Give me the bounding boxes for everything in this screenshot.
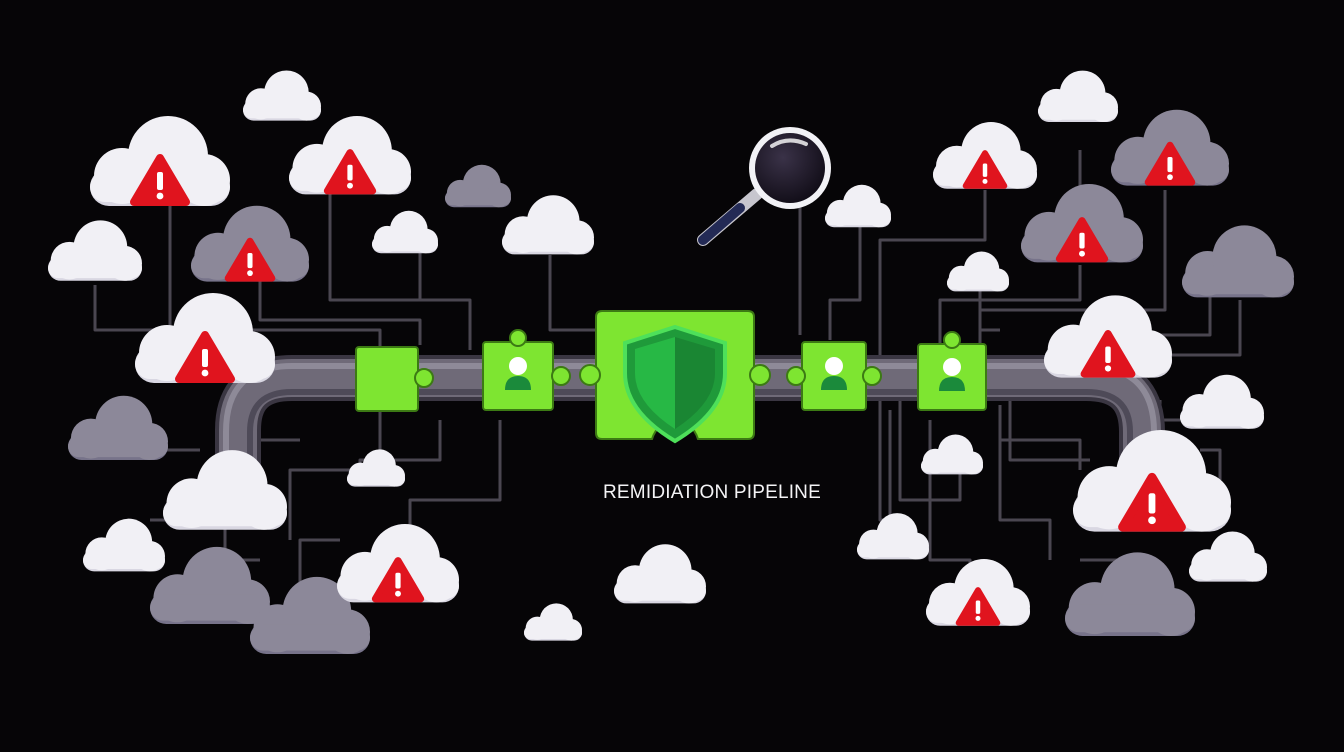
connector-wire <box>418 250 450 302</box>
connector-wire <box>298 538 340 590</box>
connector-wire <box>1150 290 1212 337</box>
cloud-icon <box>614 544 706 604</box>
cloud-icon <box>347 449 405 487</box>
warning-icon <box>130 154 190 206</box>
cloud-icon <box>825 184 891 228</box>
warning-icon <box>175 331 235 383</box>
user-icon <box>939 358 965 391</box>
puzzle-piece-icon <box>917 331 987 411</box>
connector-wire <box>168 200 382 350</box>
connector-wire <box>328 190 472 350</box>
cloud-icon <box>921 434 983 475</box>
cloud-icon <box>250 576 370 654</box>
cloud-icon <box>150 546 270 624</box>
user-icon <box>505 357 531 390</box>
cloud-icon <box>445 164 511 208</box>
cloud-with-warning-icon <box>1111 109 1229 186</box>
cloud-with-warning-icon <box>289 115 411 195</box>
cloud-cluster <box>48 70 1294 654</box>
cloud-icon <box>947 251 1009 292</box>
cloud-icon <box>83 518 165 572</box>
cloud-icon <box>48 220 142 281</box>
warning-icon <box>1080 330 1136 378</box>
cloud-with-warning-icon <box>926 558 1030 626</box>
cloud-with-warning-icon <box>90 116 230 206</box>
cloud-icon <box>243 70 321 121</box>
warning-icon <box>962 150 1008 189</box>
cloud-with-warning-icon <box>191 205 309 282</box>
cloud-icon <box>163 450 287 530</box>
cloud-icon <box>68 395 168 460</box>
cloud-icon <box>502 195 594 255</box>
cloud-icon <box>1180 374 1264 429</box>
connector-wire <box>938 265 1082 350</box>
cloud-with-warning-icon <box>1044 295 1172 378</box>
connector-wire <box>548 255 600 332</box>
warning-icon <box>1055 217 1109 263</box>
warning-icon <box>371 557 425 603</box>
cloud-with-warning-icon <box>1021 183 1143 263</box>
connector-wire <box>878 190 987 355</box>
cloud-with-warning-icon <box>135 293 275 383</box>
puzzle-piece-icon <box>355 346 434 412</box>
warning-icon <box>224 237 276 282</box>
connector-wire <box>998 420 1052 560</box>
warning-icon <box>955 587 1001 626</box>
connector-wire <box>1008 400 1090 462</box>
cloud-with-warning-icon <box>933 121 1037 189</box>
warning-icon <box>1118 472 1186 532</box>
cloud-icon <box>1182 225 1294 298</box>
puzzle-piece-icon <box>482 329 571 411</box>
cloud-icon <box>1189 531 1267 582</box>
cloud-icon <box>372 210 438 254</box>
puzzle-piece-icon <box>786 341 882 411</box>
connector-wire <box>288 410 382 540</box>
warning-icon <box>323 149 377 195</box>
connector-wire <box>978 290 1000 332</box>
cloud-icon <box>1038 70 1118 122</box>
connector-wire <box>1200 448 1222 480</box>
shield-icon <box>623 324 727 444</box>
magnifier-icon <box>697 127 831 246</box>
cloud-icon <box>524 603 582 641</box>
warning-icon <box>1144 141 1196 186</box>
cloud-icon <box>857 513 929 560</box>
connector-wire <box>258 280 422 345</box>
cloud-with-warning-icon <box>1073 430 1231 532</box>
cloud-with-warning-icon <box>337 523 459 603</box>
connector-wire <box>1160 300 1242 357</box>
cloud-icon <box>1065 552 1195 636</box>
connector-wire <box>828 225 862 340</box>
user-icon <box>821 357 847 390</box>
pipeline-stages <box>355 310 987 444</box>
shield-puzzle-piece-icon <box>579 310 771 444</box>
pipeline-caption: REMIDIATION PIPELINE <box>603 482 821 503</box>
